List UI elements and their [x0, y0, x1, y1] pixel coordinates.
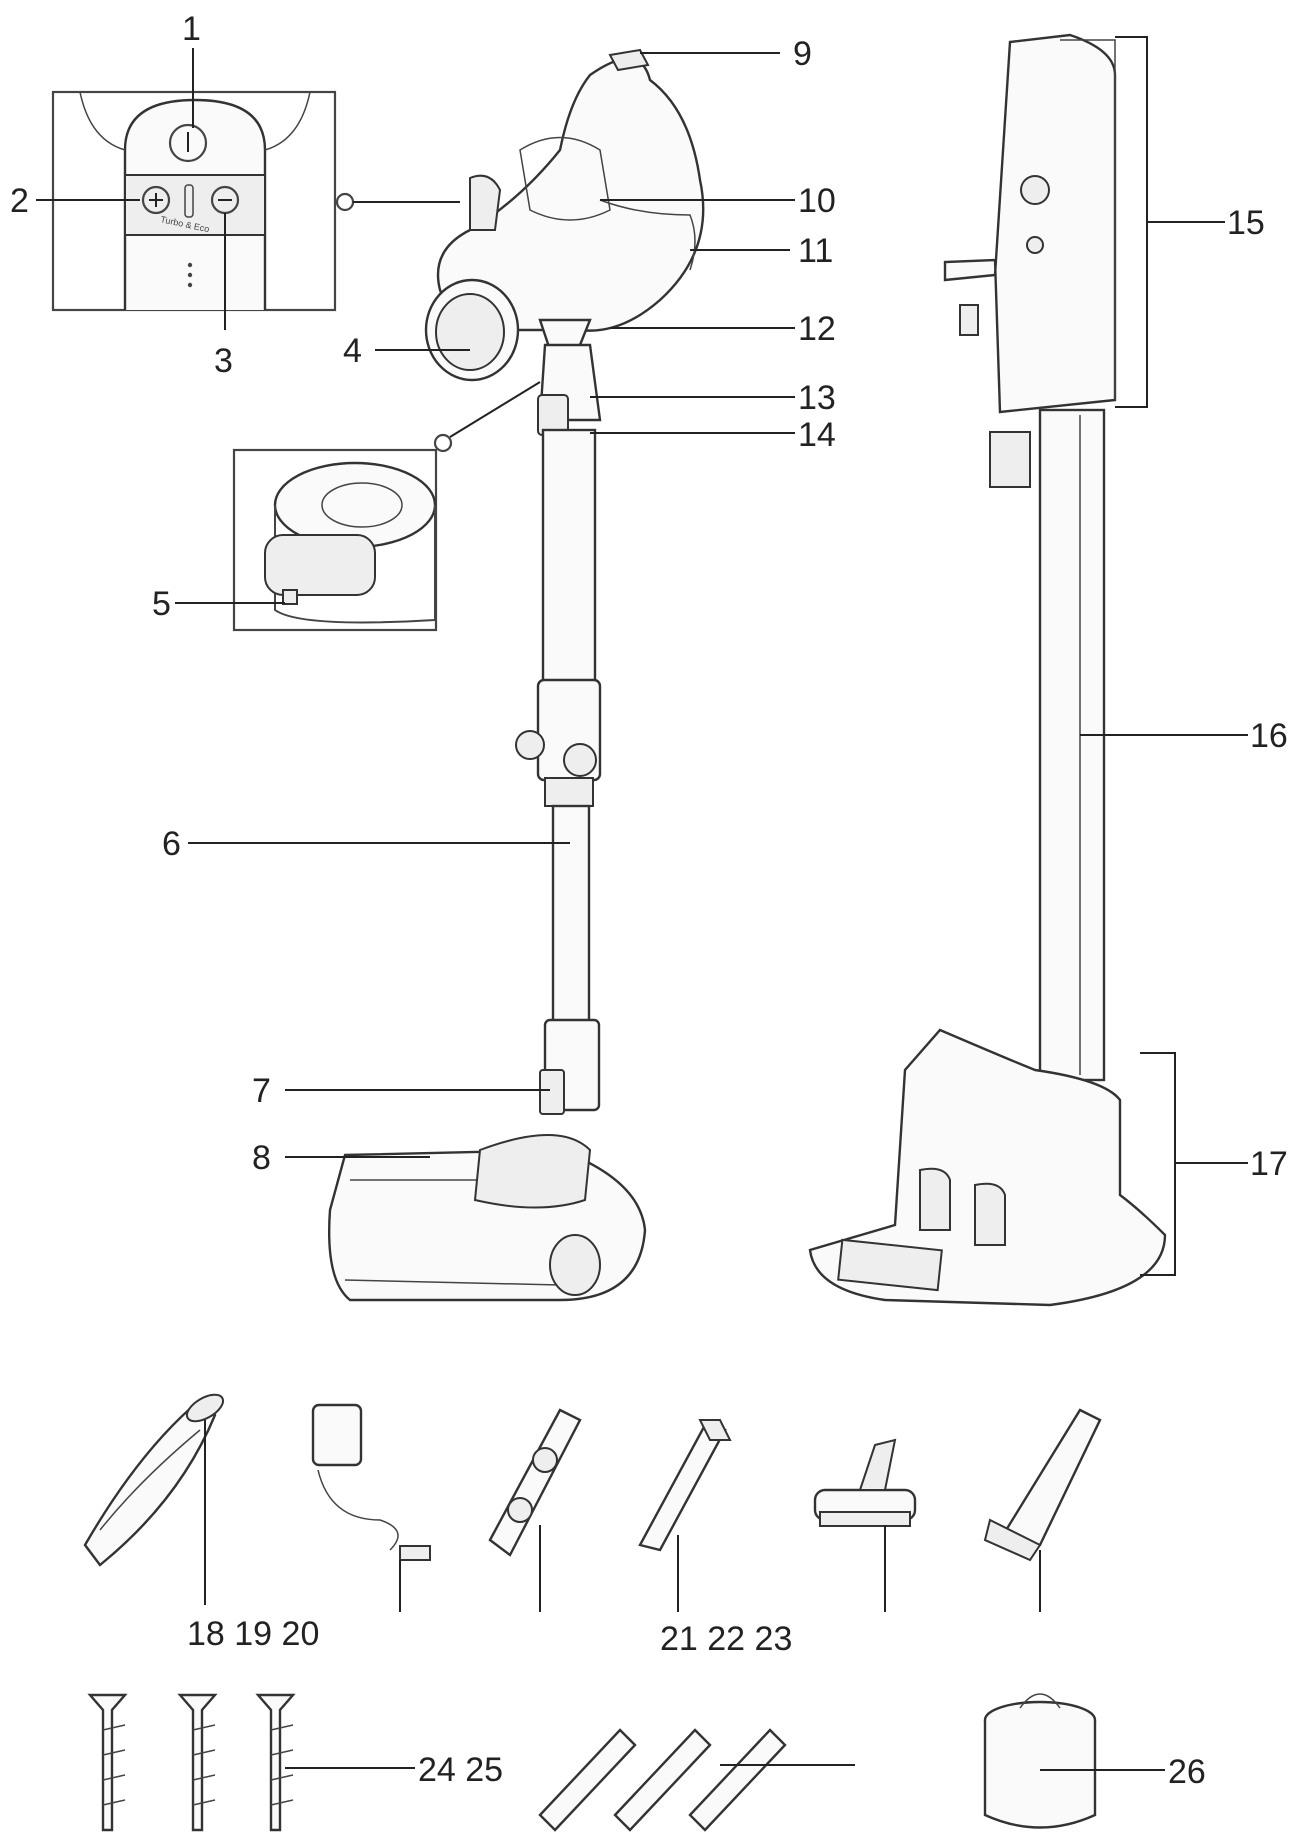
label-9: 9 — [793, 35, 812, 73]
label-24-25: 24 25 — [418, 1751, 503, 1789]
label-10: 10 — [798, 182, 836, 220]
wall-plug-2 — [613, 1728, 712, 1832]
label-16: 16 — [1250, 717, 1288, 755]
leader-lines — [36, 36, 1248, 1771]
dusting-brush-tool — [983, 1408, 1102, 1562]
callout-labels: 1 2 3 4 5 6 7 8 9 10 11 12 13 14 15 16 1… — [10, 10, 1288, 1791]
label-8: 8 — [252, 1139, 271, 1177]
screw-3 — [255, 1693, 296, 1832]
filter — [983, 1693, 1097, 1829]
label-15: 15 — [1227, 204, 1265, 242]
label-13: 13 — [798, 379, 836, 417]
label-17: 17 — [1250, 1145, 1288, 1183]
screw-2 — [177, 1693, 218, 1832]
plus-button-icon — [141, 185, 171, 215]
docking-pole — [1038, 408, 1106, 1082]
battery-inset — [232, 448, 438, 632]
roller-brush — [83, 1393, 225, 1567]
label-2: 2 — [10, 182, 29, 220]
floor-brush-head — [328, 1134, 647, 1302]
extension-tube — [515, 428, 602, 1115]
label-11: 11 — [798, 232, 833, 270]
mini-turbo-brush — [813, 1438, 917, 1527]
label-26: 26 — [1168, 1753, 1206, 1791]
charger-adapter — [311, 1403, 431, 1561]
label-21-22-23: 21 22 23 — [660, 1620, 792, 1658]
label-1: 1 — [182, 10, 201, 48]
label-5: 5 — [152, 585, 171, 623]
wall-mount-docking — [943, 33, 1117, 488]
crevice-tool — [638, 1419, 732, 1552]
wall-plug-1 — [538, 1728, 637, 1832]
power-button-icon — [168, 123, 208, 163]
label-7: 7 — [252, 1072, 271, 1110]
vacuum-motor-body — [424, 48, 705, 436]
screw-1 — [87, 1693, 128, 1832]
label-3: 3 — [214, 342, 233, 380]
label-6: 6 — [162, 825, 181, 863]
wall-plug-3 — [688, 1728, 787, 1832]
control-panel-inset: Turbo & Eco — [51, 90, 337, 312]
docking-base — [808, 1028, 1167, 1307]
label-4: 4 — [343, 332, 362, 370]
label-14: 14 — [798, 416, 836, 454]
label-12: 12 — [798, 310, 836, 348]
label-18-19-20: 18 19 20 — [187, 1615, 319, 1653]
extension-hose-adapter — [488, 1408, 582, 1557]
